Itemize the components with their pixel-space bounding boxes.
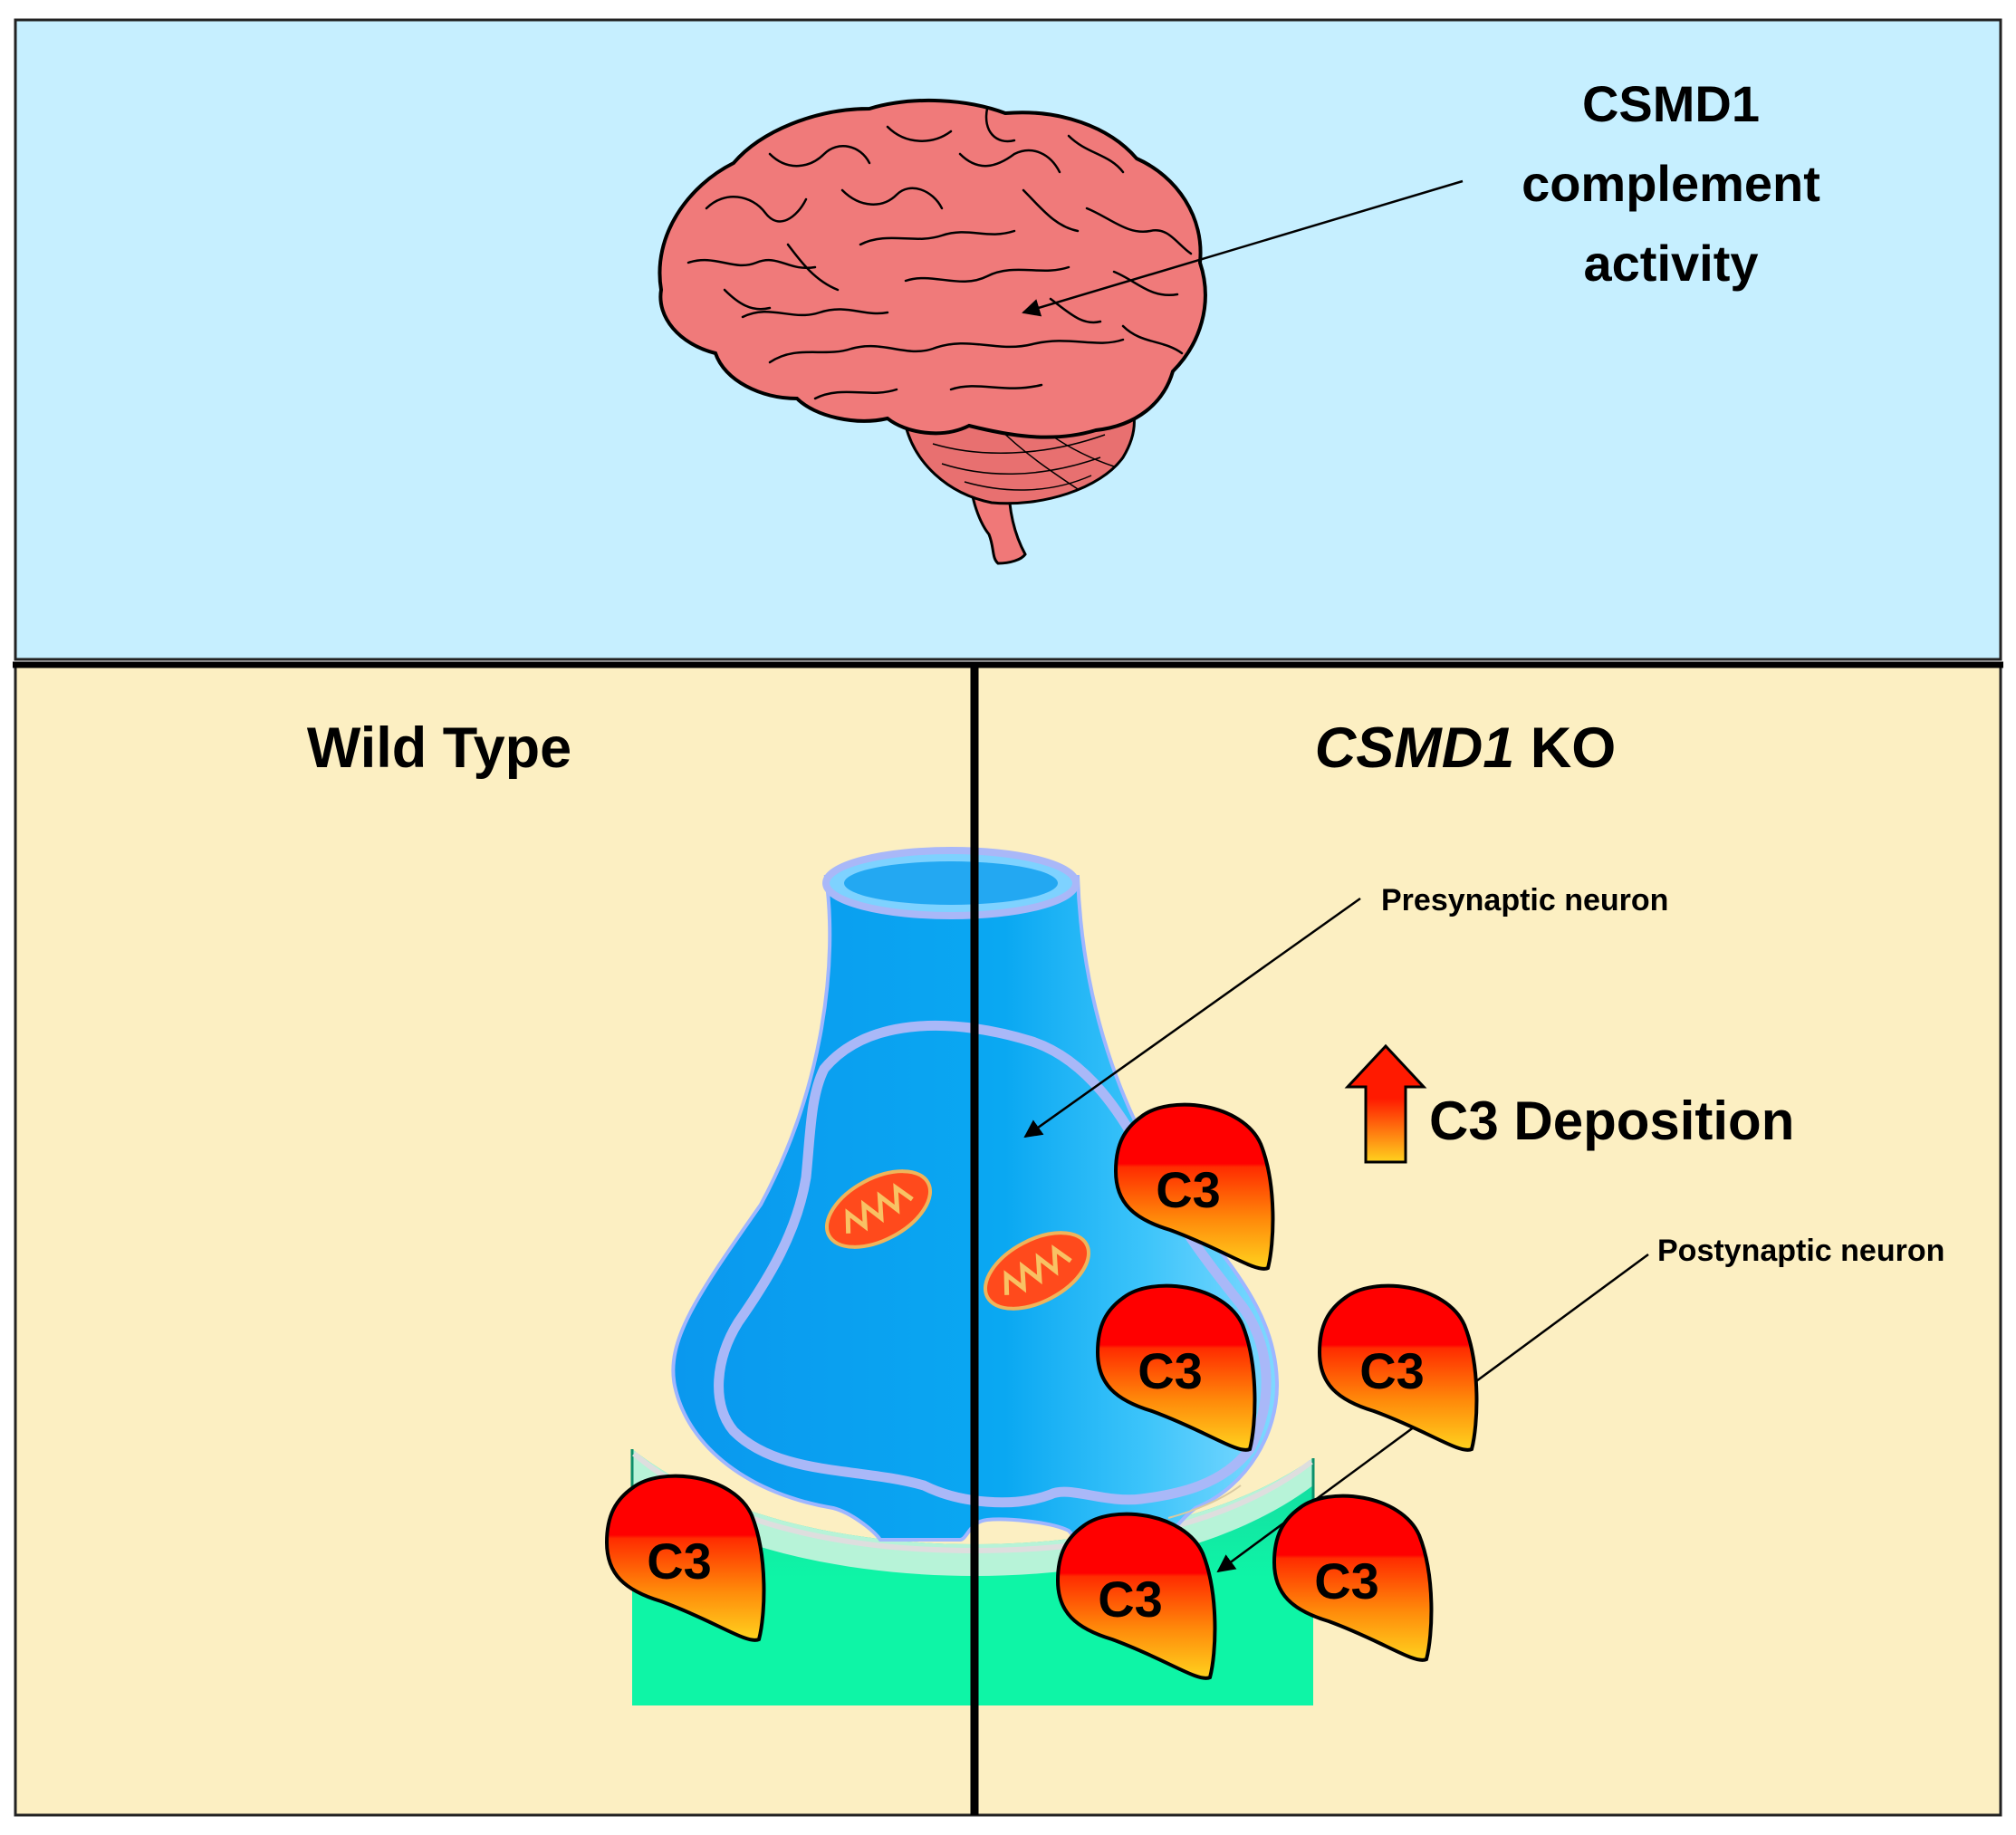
complement-activity-label: CSMD1 complement activity <box>1522 75 1820 292</box>
mitochondrion-1 <box>824 1169 933 1249</box>
c3-protein-ko-4: C3 <box>1056 1512 1217 1680</box>
c3-label: C3 <box>1314 1552 1379 1609</box>
c3-label: C3 <box>1138 1342 1203 1399</box>
c3-label: C3 <box>1156 1161 1221 1218</box>
top-label-line-3: activity <box>1584 235 1759 292</box>
ko-suffix: KO <box>1514 716 1616 780</box>
top-label-line-1: CSMD1 <box>1582 75 1760 132</box>
c3-protein-ko-1: C3 <box>1114 1102 1275 1271</box>
c3-label: C3 <box>1098 1571 1163 1628</box>
presynaptic-label: Presynaptic neuron <box>1381 883 1668 918</box>
c3-protein-ko-5: C3 <box>1272 1494 1434 1662</box>
postsynaptic-label: Postynaptic neuron <box>1657 1234 1944 1268</box>
csmd1-ko-title: CSMD1 KO <box>1315 716 1617 780</box>
c3-protein-ko-2: C3 <box>1096 1283 1257 1452</box>
brain-illustration <box>658 98 1207 565</box>
c3-label: C3 <box>1359 1342 1425 1399</box>
c3-label: C3 <box>647 1532 712 1590</box>
top-label-line-2: complement <box>1522 155 1820 212</box>
wild-type-title: Wild Type <box>307 716 571 780</box>
increase-arrow-icon <box>1344 1043 1427 1164</box>
presynaptic-pointer-arrow <box>1023 897 1361 1138</box>
c3-protein-ko-3: C3 <box>1318 1283 1479 1452</box>
c3-deposition-label: C3 Deposition <box>1429 1090 1794 1151</box>
mitochondrion-2 <box>983 1231 1091 1311</box>
c3-protein-wt: C3 <box>605 1474 766 1642</box>
ko-gene-name: CSMD1 <box>1315 716 1515 780</box>
brain-pointer-arrow <box>1022 179 1464 317</box>
